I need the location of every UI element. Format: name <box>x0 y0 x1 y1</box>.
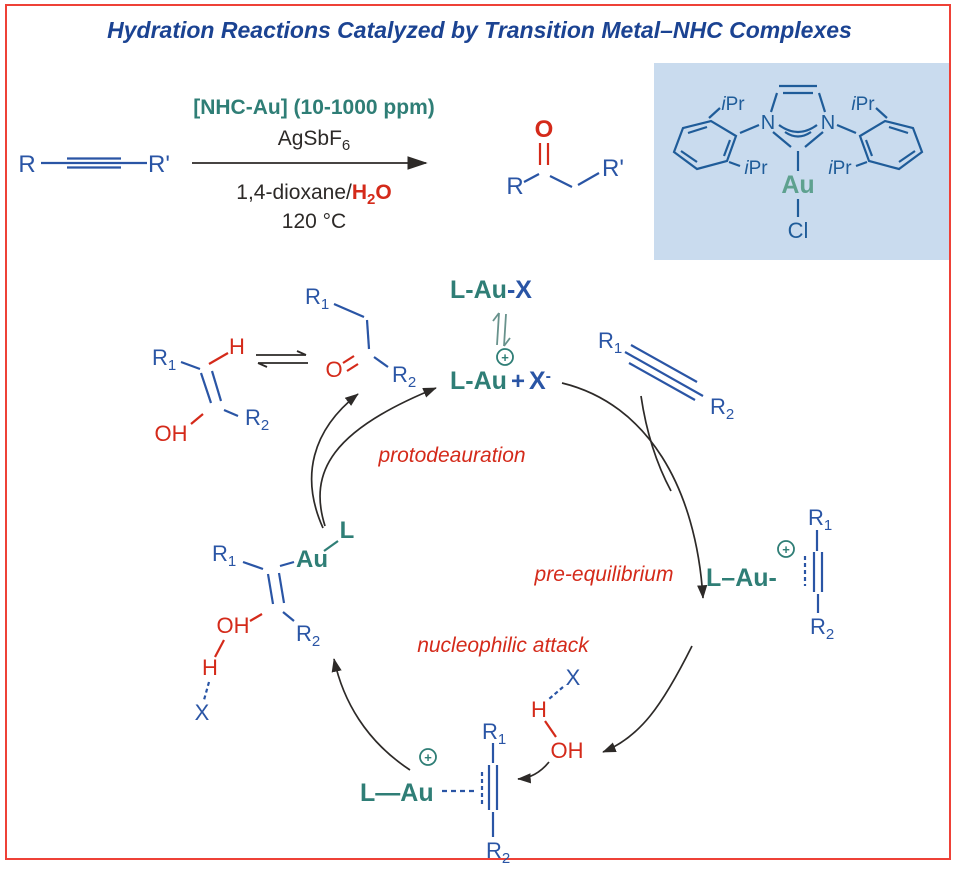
laux-text: L-Au-X <box>450 276 532 304</box>
resting-state-laux: L-Au-X <box>450 276 532 304</box>
pi-complex-bottom: + L—Au R1 R2 <box>360 719 510 867</box>
alkyne-r1-label: R1 <box>598 328 622 357</box>
ketone-o-label: O <box>325 357 342 382</box>
figure-title: Hydration Reactions Catalyzed by Transit… <box>107 17 852 43</box>
carbene-arc-outer <box>778 124 818 134</box>
ketone-r1-label: R1 <box>305 284 329 313</box>
vinyl-oh-label: OH <box>217 613 250 638</box>
enol-oh-label: OH <box>155 421 188 446</box>
pi-complex-right: + L–Au- R1 R2 <box>706 505 834 643</box>
cycle-alkyne-substrate: R1 R2 <box>598 328 734 423</box>
ipr-bottom-right-label: iPr <box>828 158 852 179</box>
protodeauration-arc-to-gold <box>319 387 437 527</box>
ipr-top-left-label: iPr <box>721 94 745 115</box>
catalyst-structure-box: N N Au Cl iPr iPr <box>654 63 949 260</box>
ketone-product: R O R' <box>506 116 624 200</box>
pi-complex-r2-label: R2 <box>810 614 834 643</box>
substrate-rprime-label: R' <box>148 151 170 178</box>
pre-equilibrium-label: pre-equilibrium <box>534 563 674 586</box>
pi-complex-r1-label: R1 <box>808 505 832 534</box>
bottom-complex-lau-text: L—Au <box>360 779 434 807</box>
plus-circle-sign: + <box>782 542 790 557</box>
lau-plus-x-text: L-Au+X- <box>450 367 551 395</box>
vinyl-gold-intermediate: L Au R1 R2 OH H X <box>195 517 355 725</box>
plus-circle-icon <box>419 748 437 766</box>
protodeauration-arc-to-ketone <box>310 393 359 529</box>
nucleophilic-attack-arrow <box>517 761 550 784</box>
vinyl-l-label: L <box>340 517 355 544</box>
vinyl-au-label: Au <box>296 546 328 573</box>
product-o-label: O <box>535 116 554 143</box>
water-oh-label: OH <box>551 738 584 763</box>
water-h-label: H <box>531 697 547 722</box>
vinyl-h-label: H <box>202 655 218 680</box>
temperature-text: 120 °C <box>282 210 346 233</box>
alkyne-r2-label: R2 <box>710 394 734 423</box>
water-counterion: X H OH <box>517 665 584 784</box>
vertical-equilibrium-harpoons <box>492 312 511 347</box>
reaction-conditions: [NHC-Au] (10-1000 ppm) AgSbF6 1,4-dioxan… <box>193 96 435 233</box>
solvent-text: 1,4-dioxane/H2O <box>236 181 391 208</box>
catalyst-loading-text: [NHC-Au] (10-1000 ppm) <box>193 96 435 119</box>
ketone-structure: R1 O R2 <box>305 284 416 391</box>
vinyl-r2-label: R2 <box>296 621 320 650</box>
figure-border <box>5 4 951 860</box>
plus-circle-icon <box>496 348 514 366</box>
enol-h-label: H <box>229 334 245 359</box>
enol-r2-label: R2 <box>245 405 269 434</box>
pi-complex-lau-text: L–Au- <box>706 564 777 592</box>
silver-salt-text: AgSbF6 <box>278 127 351 154</box>
right-aryl-ring <box>858 119 924 171</box>
plus-circle-sign: + <box>501 350 509 365</box>
alkyne-entry-curve <box>640 395 672 492</box>
active-species-lau-cation: + L-Au+X- <box>450 348 551 395</box>
cycle-arc-bottom-left <box>331 658 411 771</box>
cycle-arc-top-right <box>561 382 708 599</box>
nucleophilic-attack-label: nucleophilic attack <box>417 634 590 657</box>
enol-structure: R1 H OH R2 <box>152 334 269 446</box>
product-rprime-label: R' <box>602 155 624 182</box>
bottom-complex-r1-label: R1 <box>482 719 506 748</box>
vinyl-r1-label: R1 <box>212 541 236 570</box>
ketone-r2-label: R2 <box>392 362 416 391</box>
cycle-arc-bottom-right <box>602 645 693 753</box>
left-aryl-ring <box>672 119 738 171</box>
bottom-complex-r2-label: R2 <box>486 838 510 867</box>
nhc-n-left-label: N <box>761 112 775 134</box>
substrate-r-label: R <box>18 151 35 178</box>
alkyne-substrate: R R' <box>18 151 170 178</box>
vinyl-x-label: X <box>195 700 210 725</box>
plus-circle-sign: + <box>424 750 432 765</box>
catalyst-au-label: Au <box>781 171 814 199</box>
protodeauration-label: protodeauration <box>377 444 525 467</box>
horizontal-equilibrium-harpoons <box>256 350 308 368</box>
carbene-arc-inner <box>784 131 812 138</box>
nhc-n-right-label: N <box>821 112 835 134</box>
plus-circle-icon <box>777 540 795 558</box>
product-r-label: R <box>506 173 523 200</box>
ipr-top-right-label: iPr <box>851 94 875 115</box>
catalyst-cl-label: Cl <box>788 218 809 243</box>
enol-r1-label: R1 <box>152 345 176 374</box>
ipr-bottom-left-label: iPr <box>744 158 768 179</box>
water-x-label: X <box>566 665 581 690</box>
